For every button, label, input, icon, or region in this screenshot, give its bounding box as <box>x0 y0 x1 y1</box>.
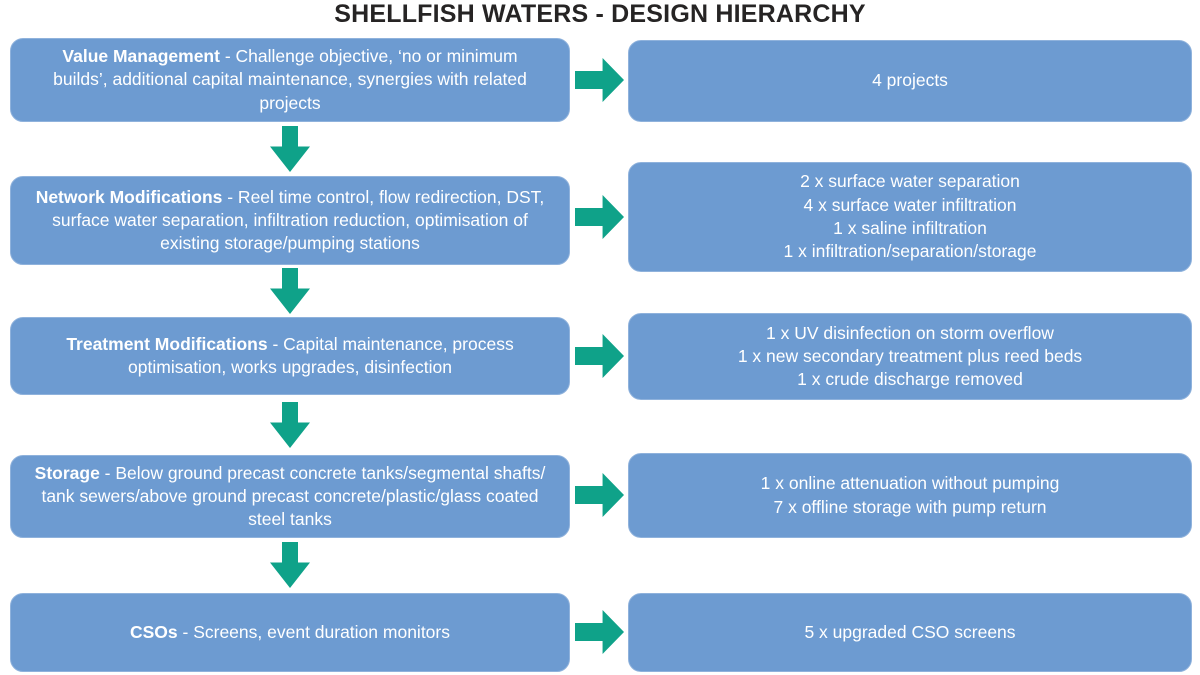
page-title: SHELLFISH WATERS - DESIGN HIERARCHY <box>334 0 866 28</box>
stage-heading: CSOs <box>129 621 178 642</box>
stage-description: - Challenge objective, ‘no or minimum bu… <box>53 46 527 113</box>
result-text: 2 x surface water separation 4 x surface… <box>783 171 1037 262</box>
result-text: 1 x UV disinfection on storm overflow 1 … <box>737 322 1083 390</box>
stage-box-csos: CSOs - Screens, event duration monitors <box>10 593 570 672</box>
stage-text: Value Management - Challenge objective, … <box>33 45 547 115</box>
stage-description: - Screens, event duration monitors <box>177 621 451 642</box>
stage-description: - Reel time control, flow redirection, D… <box>52 186 545 254</box>
stage-box-value-management: Value Management - Challenge objective, … <box>10 38 570 122</box>
down-arrow-icon <box>270 542 310 588</box>
result-text: 1 x online attenuation without pumping 7… <box>760 473 1060 517</box>
stage-text: Network Modifications - Reel time contro… <box>33 186 547 256</box>
stage-text: Storage - Below ground precast concrete … <box>33 462 547 532</box>
stage-box-treatment-modifications: Treatment Modifications - Capital mainte… <box>10 317 570 395</box>
right-arrow-icon <box>575 58 624 102</box>
result-box-network-modifications: 2 x surface water separation 4 x surface… <box>628 162 1192 272</box>
result-text: 5 x upgraded CSO screens <box>804 621 1016 642</box>
stage-text: Treatment Modifications - Capital mainte… <box>33 333 547 380</box>
result-box-storage: 1 x online attenuation without pumping 7… <box>628 453 1192 538</box>
result-box-csos: 5 x upgraded CSO screens <box>628 593 1192 672</box>
right-arrow-icon <box>575 610 624 654</box>
stage-heading: Value Management <box>62 46 220 67</box>
stage-box-network-modifications: Network Modifications - Reel time contro… <box>10 176 570 265</box>
right-arrow-icon <box>575 334 624 378</box>
result-box-value-management: 4 projects <box>628 40 1192 122</box>
result-text: 4 projects <box>872 70 948 91</box>
right-arrow-icon <box>575 473 624 517</box>
stage-description: - Below ground precast concrete tanks/se… <box>41 462 546 530</box>
stage-text: CSOs - Screens, event duration monitors <box>130 621 450 644</box>
result-box-treatment-modifications: 1 x UV disinfection on storm overflow 1 … <box>628 313 1192 400</box>
stage-heading: Network Modifications <box>35 186 223 207</box>
stage-heading: Storage <box>34 462 100 483</box>
stage-description: - Capital maintenance, process optimisat… <box>128 333 514 377</box>
right-arrow-icon <box>575 195 624 239</box>
stage-heading: Treatment Modifications <box>66 333 268 354</box>
down-arrow-icon <box>270 402 310 448</box>
stage-box-storage: Storage - Below ground precast concrete … <box>10 455 570 538</box>
down-arrow-icon <box>270 126 310 172</box>
down-arrow-icon <box>270 268 310 314</box>
